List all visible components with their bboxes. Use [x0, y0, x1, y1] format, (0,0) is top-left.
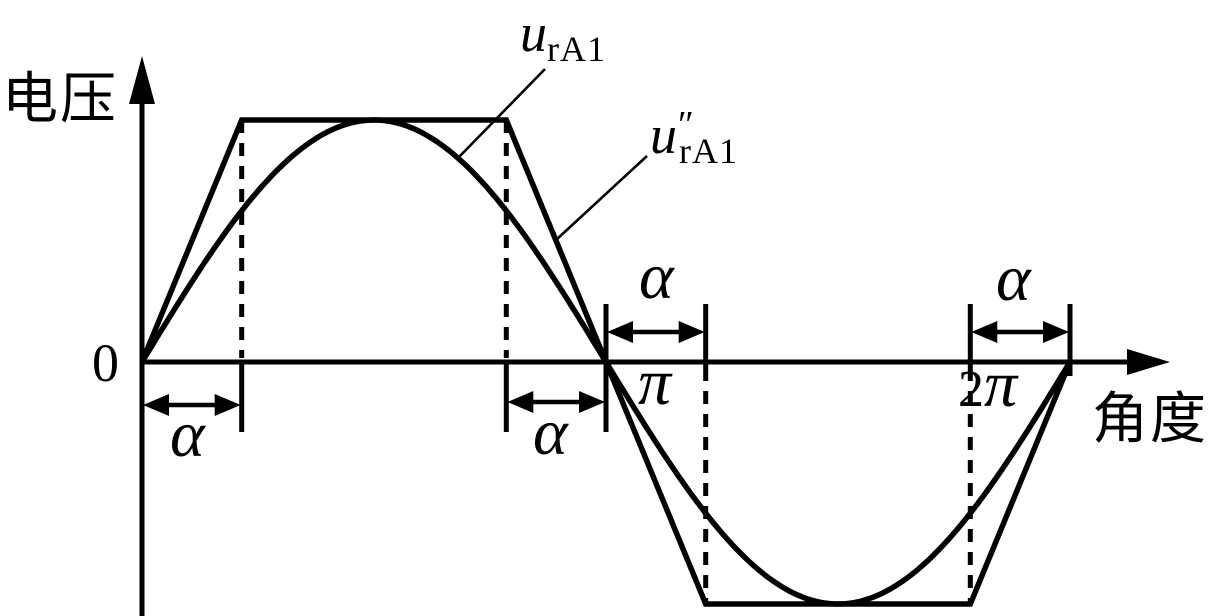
curves	[139, 117, 1073, 607]
two-pi-tick-label: 2π	[958, 352, 1017, 418]
alpha-label-3: α	[639, 240, 674, 313]
alpha-arrow-left-head-2	[507, 391, 534, 413]
alpha-arrow-right-head-1	[214, 394, 241, 416]
alpha-arrow-left-head-1	[143, 394, 169, 416]
trapezoid-label-double-prime: ″	[678, 104, 694, 146]
sine-curve-label: urA1	[520, 6, 606, 67]
label-leader-lines	[457, 68, 648, 241]
y-axis-arrowhead-icon	[129, 56, 155, 104]
trapezoid-curve	[139, 117, 1073, 607]
alpha-interval-arrows	[143, 321, 1070, 416]
trapezoid-label-subscript: rA1	[679, 131, 738, 171]
trapezoid-curve-label: u″rA1	[650, 104, 738, 171]
pi-tick-label: π	[638, 346, 672, 419]
alpha-arrow-left-head-3	[607, 321, 634, 343]
dashed-guides	[239, 120, 973, 604]
trapezoid-label-leader	[555, 155, 648, 241]
trapezoid-label-symbol: u	[650, 105, 677, 165]
sine-label-leader	[457, 68, 546, 159]
two-pi-coefficient: 2	[958, 361, 984, 418]
alpha-arrow-right-head-3	[678, 321, 705, 343]
x-axis-arrowhead-icon	[1127, 349, 1170, 375]
alpha-arrow-right-head-4	[1043, 321, 1070, 343]
x-axis-label: 角度	[1092, 389, 1208, 451]
origin-label: 0	[92, 333, 119, 393]
alpha-arrow-left-head-4	[971, 321, 998, 343]
alpha-label-4: α	[996, 242, 1031, 315]
alpha-label-1: α	[170, 398, 205, 471]
axes	[129, 56, 1170, 616]
sine-label-symbol: u	[520, 3, 547, 63]
sine-label-subscript: rA1	[547, 29, 606, 69]
y-axis-label: 电压	[2, 69, 118, 131]
alpha-label-2: α	[533, 396, 568, 469]
two-pi-symbol: π	[984, 348, 1018, 421]
alpha-arrow-right-head-2	[579, 391, 606, 413]
